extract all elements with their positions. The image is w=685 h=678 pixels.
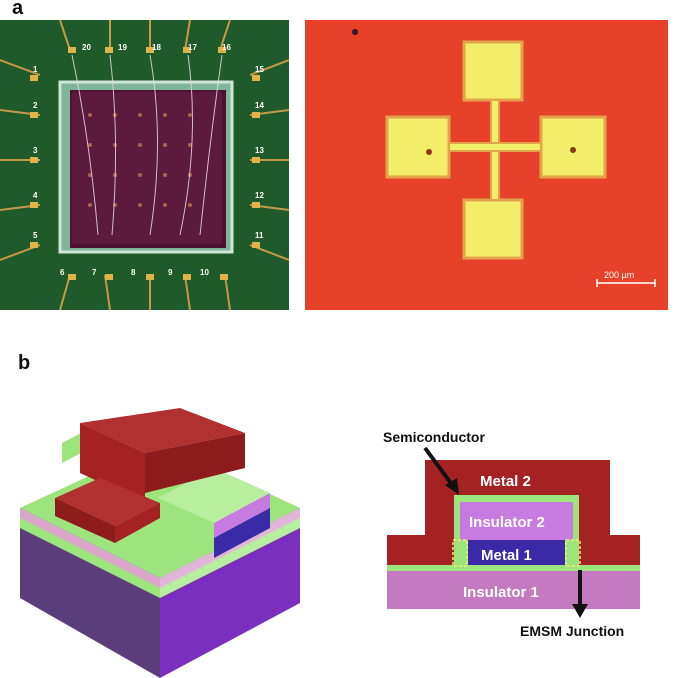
pin-number: 3 [33, 146, 38, 155]
panel-a-letter: a [12, 0, 24, 19]
pin-number: 4 [33, 191, 38, 200]
insulator1-label: Insulator 1 [463, 584, 539, 601]
pin-number: 8 [131, 268, 136, 277]
insulator1-layer [387, 571, 640, 609]
pin-number: 13 [255, 146, 264, 155]
pin-number: 20 [82, 43, 91, 52]
scale-bar-label: 200 µm [604, 270, 634, 280]
pin-number: 19 [118, 43, 127, 52]
device-3d-rendering [20, 408, 300, 678]
pin-number: 9 [168, 268, 173, 277]
junction-label: EMSM Junction [520, 623, 624, 639]
metal1-layer [468, 540, 565, 566]
left-pad [385, 115, 451, 179]
metal1-label: Metal 1 [481, 547, 532, 564]
semiconductor-label: Semiconductor [383, 429, 485, 445]
pin-number: 15 [255, 65, 264, 74]
pin-number: 14 [255, 101, 264, 110]
insulator2-layer [460, 502, 573, 540]
top-pad [462, 40, 524, 102]
pin-number: 7 [92, 268, 97, 277]
pin-number: 1 [33, 65, 38, 74]
pin-number: 18 [152, 43, 161, 52]
pin-number: 12 [255, 191, 264, 200]
pin-number: 16 [222, 43, 231, 52]
panel-b-letter: b [18, 352, 31, 374]
bottom-pad [462, 198, 524, 260]
insulator2-label: Insulator 2 [469, 514, 545, 531]
pin-number: 11 [255, 231, 264, 240]
pin-number: 6 [60, 268, 65, 277]
pin-number: 5 [33, 231, 38, 240]
chip-photo: 20 19 18 17 16 1 2 3 4 5 15 14 13 12 11 … [0, 20, 289, 310]
metal2-label: Metal 2 [480, 473, 531, 490]
semiconductor-arrow [423, 446, 455, 488]
pin-number: 2 [33, 101, 38, 110]
pin-number: 10 [200, 268, 209, 277]
pin-number: 17 [188, 43, 197, 52]
cross-section-schematic: Metal 2 Insulator 2 Metal 1 Insulator 1 … [383, 429, 640, 639]
micrograph: 200 µm [305, 20, 668, 310]
